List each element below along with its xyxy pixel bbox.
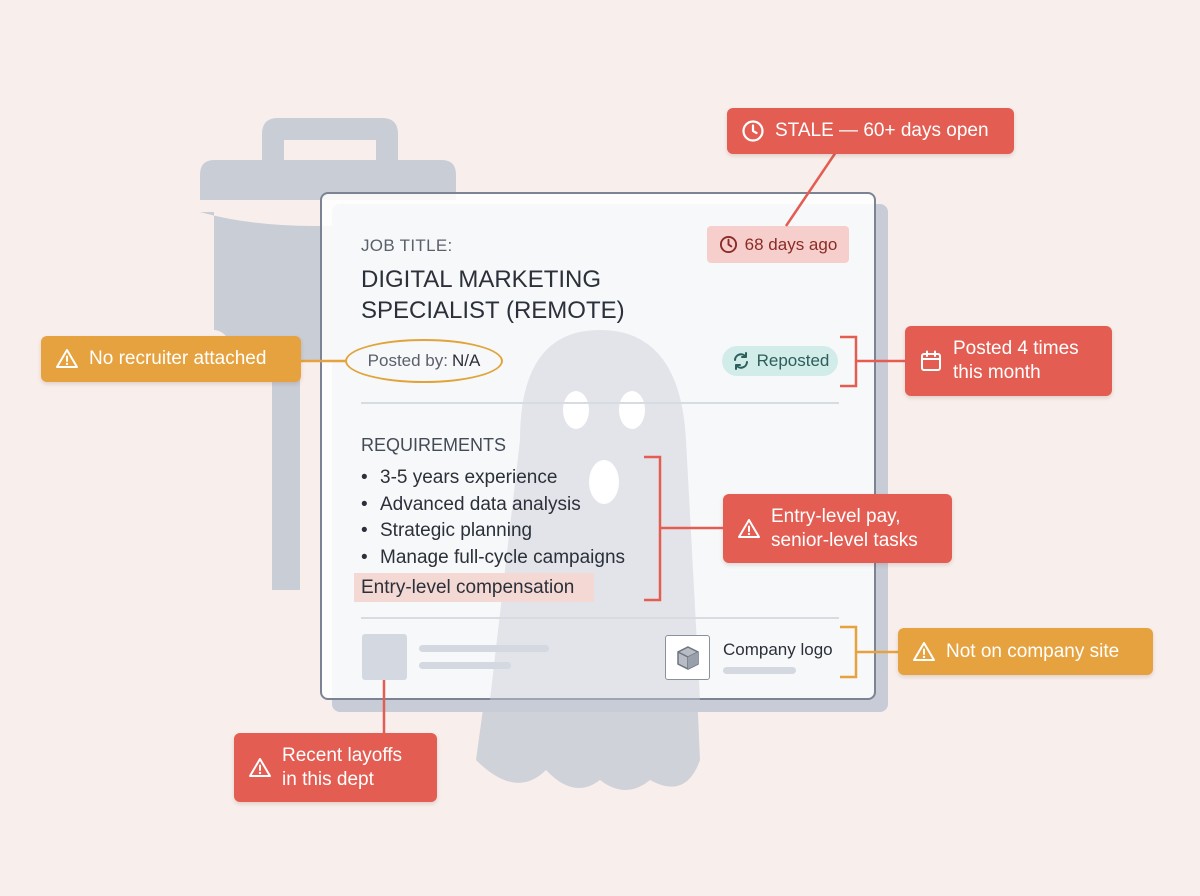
calendar-icon xyxy=(919,349,943,373)
requirements-list: 3-5 years experience Advanced data analy… xyxy=(361,465,625,571)
clock-icon xyxy=(741,119,765,143)
stale-callout: STALE — 60+ days open xyxy=(727,108,1014,154)
posted-times-callout-text: Posted 4 times this month xyxy=(953,338,1079,383)
divider xyxy=(361,402,839,404)
layoffs-callout: Recent layoffs in this dept xyxy=(234,733,437,802)
job-title: DIGITAL MARKETING SPECIALIST (REMOTE) xyxy=(361,266,625,324)
days-ago-text: 68 days ago xyxy=(744,234,838,254)
posted-by-field: Posted by: N/A xyxy=(345,339,503,383)
company-logo xyxy=(665,635,710,680)
cube-icon xyxy=(674,644,702,672)
job-title-label: JOB TITLE: xyxy=(361,236,453,255)
placeholder-avatar xyxy=(362,634,407,680)
warning-icon xyxy=(248,756,272,780)
list-item: 3-5 years experience xyxy=(361,465,625,492)
placeholder-line xyxy=(419,662,511,669)
days-ago-badge: 68 days ago xyxy=(707,226,849,263)
pay-mismatch-callout: Entry-level pay, senior-level tasks xyxy=(723,494,952,563)
not-on-site-callout: Not on company site xyxy=(898,628,1153,675)
posted-by-value: N/A xyxy=(451,351,481,370)
posted-by-label: Posted by: xyxy=(367,351,448,370)
reposted-badge: Reposted xyxy=(722,346,838,376)
placeholder-line xyxy=(723,667,796,674)
posted-times-callout: Posted 4 times this month xyxy=(905,326,1112,396)
no-recruiter-callout: No recruiter attached xyxy=(41,336,301,382)
warning-icon xyxy=(912,640,936,664)
list-item: Manage full-cycle campaigns xyxy=(361,545,625,572)
pay-mismatch-callout-text: Entry-level pay, senior-level tasks xyxy=(771,505,918,551)
not-on-site-callout-text: Not on company site xyxy=(946,640,1120,662)
stale-callout-text: STALE — 60+ days open xyxy=(775,120,989,141)
job-posting-card xyxy=(320,192,876,700)
requirements-heading: REQUIREMENTS xyxy=(361,435,507,455)
no-recruiter-callout-text: No recruiter attached xyxy=(89,348,267,369)
company-logo-label: Company logo xyxy=(723,640,833,659)
repost-icon xyxy=(731,351,751,371)
warning-icon xyxy=(737,517,761,541)
warning-icon xyxy=(55,347,79,371)
list-item: Advanced data analysis xyxy=(361,492,625,519)
reposted-text: Reposted xyxy=(756,351,830,370)
compensation-highlight: Entry-level compensation xyxy=(354,573,594,602)
list-item: Strategic planning xyxy=(361,518,625,545)
layoffs-callout-text: Recent layoffs in this dept xyxy=(282,744,403,790)
placeholder-line xyxy=(419,645,549,652)
divider xyxy=(361,617,839,619)
clock-icon xyxy=(719,235,738,254)
